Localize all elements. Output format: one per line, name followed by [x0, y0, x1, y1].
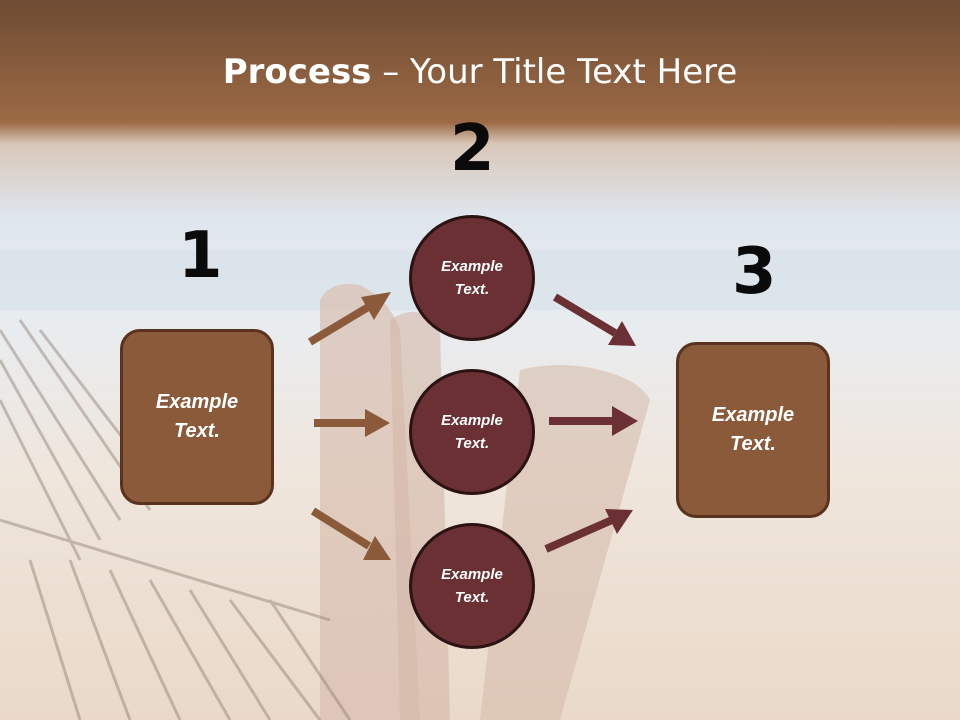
step-number-2: 2 [450, 112, 495, 186]
arrow-down-right-2-head [608, 321, 636, 346]
arrow-down-right [310, 507, 372, 550]
step-number-3: 3 [732, 235, 777, 309]
circle-label: Example Text. [441, 412, 503, 452]
process-circle-middle: Example Text. [409, 369, 535, 495]
process-circle-bottom: Example Text. [409, 523, 535, 649]
arrow-right-head [365, 409, 390, 437]
arrow-up-right-2 [544, 516, 614, 553]
circle-label: Example Text. [441, 566, 503, 606]
left-box-label: Example Text. [155, 391, 239, 442]
arrow-down-right-head [363, 536, 391, 560]
right-arrows [544, 293, 638, 553]
arrow-right-2-head [612, 406, 638, 436]
circle-label: Example Text. [441, 258, 503, 298]
right-box-label: Example Text. [711, 404, 795, 455]
title-rest: – Your Title Text Here [371, 52, 738, 92]
left-process-box: Example Text. [120, 329, 274, 505]
step-number-1: 1 [178, 219, 223, 293]
process-circle-top: Example Text. [409, 215, 535, 341]
arrow-down-right-2 [552, 293, 618, 337]
title-bold: Process [222, 52, 372, 92]
arrow-up-right-head [361, 292, 391, 320]
slide-title: Process – Your Title Text Here [0, 52, 960, 92]
arrow-up-right [307, 302, 373, 346]
left-arrows [307, 292, 391, 560]
right-process-box: Example Text. [676, 342, 830, 518]
arrow-up-right-2-head [605, 509, 633, 534]
